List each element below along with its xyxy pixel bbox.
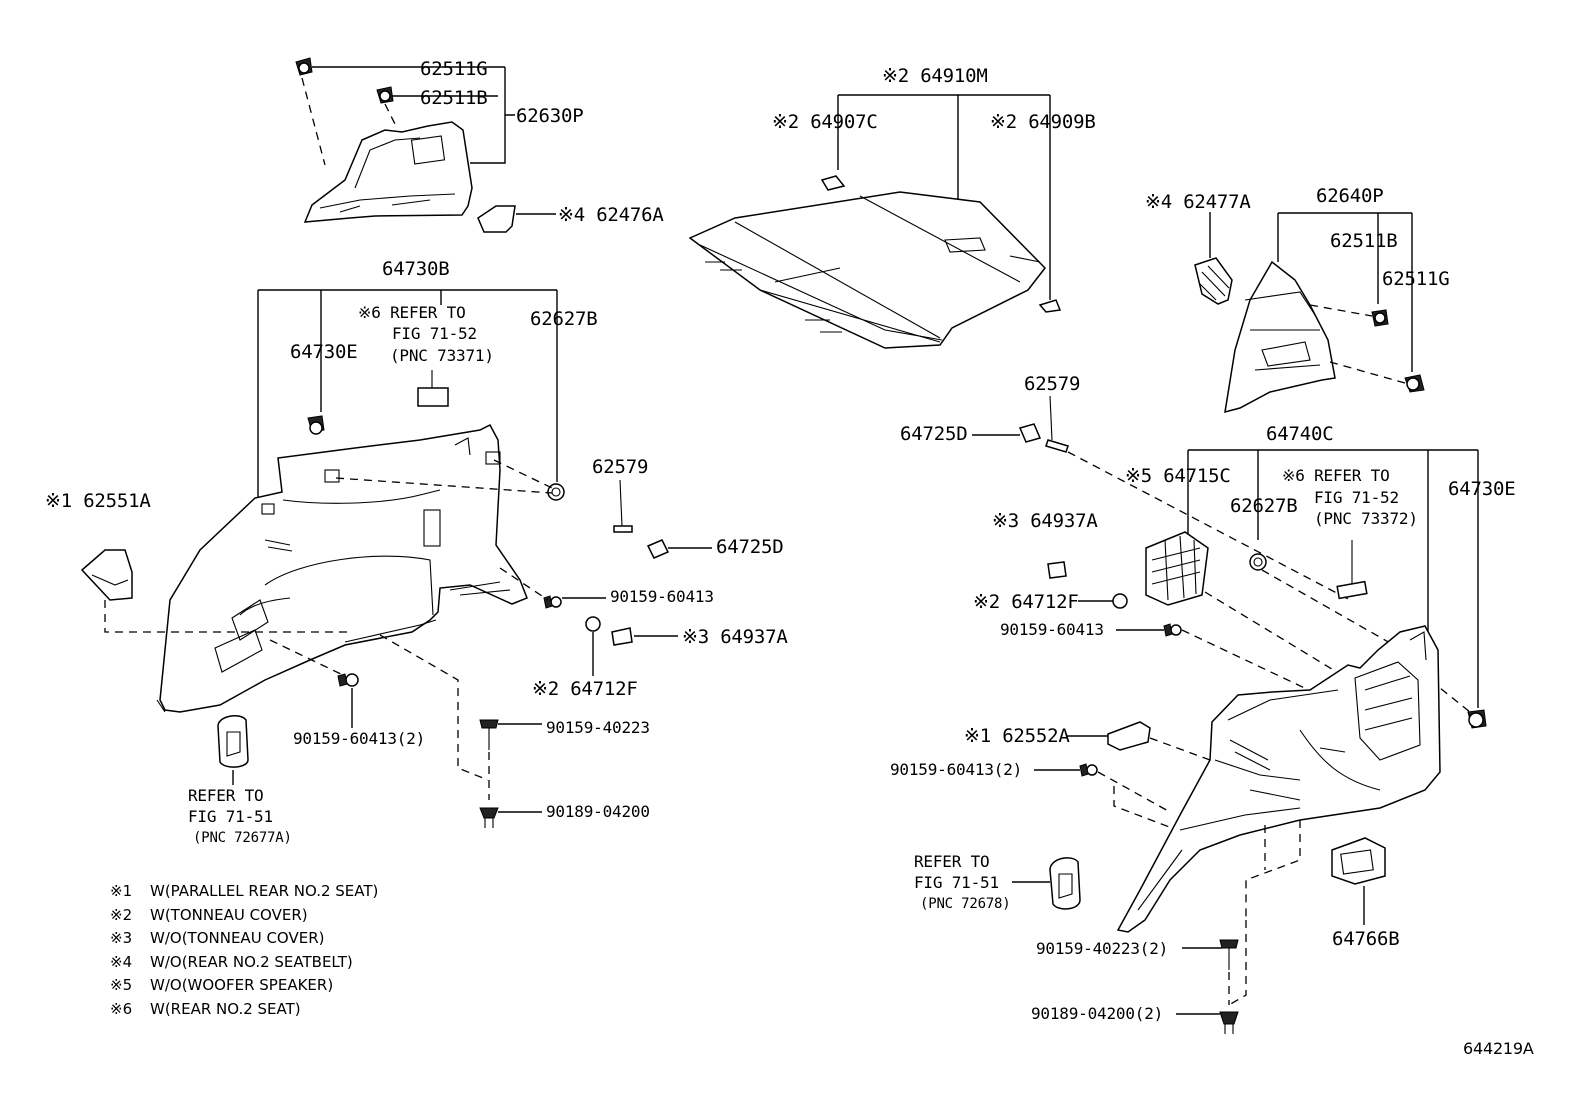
refer-72677A-handle-icon <box>217 714 249 768</box>
clip-64725D-right-icon <box>1018 423 1042 443</box>
label-64730E-left: 64730E <box>290 341 358 363</box>
label-refer-72678-line1: REFER TO <box>914 852 990 871</box>
refer-73372-bracket-icon <box>1336 540 1368 600</box>
label-64907C: ※2 64907C <box>772 111 878 133</box>
label-64725D-right: 64725D <box>900 423 968 445</box>
label-90189-04200-2-right: 90189-04200(2) <box>1031 1004 1164 1023</box>
label-62627B-left: 62627B <box>530 308 598 330</box>
label-90159-60413-2-left: 90159-60413(2) <box>293 729 426 748</box>
part-64910M-tonneau-cover <box>688 191 1046 349</box>
clip-90189-04200-2-right-icon <box>1219 1011 1239 1034</box>
label-refer-72678-line3: (PNC 72678) <box>920 896 1011 912</box>
label-refer-73372-line1: ※6 REFER TO <box>1282 466 1390 485</box>
label-refer-72677A-line2: FIG 71-51 <box>188 807 273 826</box>
label-64730B: 64730B <box>382 258 450 280</box>
part-62476A-cover <box>477 205 516 233</box>
label-64909B: ※2 64909B <box>990 111 1096 133</box>
part-62640P-pillar-trim <box>1224 260 1336 414</box>
label-refer-73371-line1: ※6 REFER TO <box>358 303 466 322</box>
label-62511B-right: 62511B <box>1330 230 1398 252</box>
label-62551A: ※1 62551A <box>45 490 151 512</box>
label-62579-left: 62579 <box>592 456 649 478</box>
label-64766B: 64766B <box>1332 928 1400 950</box>
clip-90189-04200-left-icon <box>479 807 499 828</box>
label-refer-72677A-line3: (PNC 72677A) <box>193 830 292 846</box>
label-64715C: ※5 64715C <box>1125 465 1231 487</box>
bolt-62579-right-icon <box>1045 395 1069 453</box>
label-64740C: 64740C <box>1266 423 1334 445</box>
screw-90159-40223-left-icon <box>479 719 499 750</box>
label-90189-04200-left: 90189-04200 <box>546 802 650 821</box>
label-62627B-right: 62627B <box>1230 495 1298 517</box>
label-64937A-right: ※3 64937A <box>992 510 1098 532</box>
part-62630P-pillar-trim <box>303 121 473 223</box>
label-64910M: ※2 64910M <box>882 65 988 87</box>
part-64766B-cover <box>1331 837 1386 885</box>
refer-73371-bracket-icon <box>417 370 449 407</box>
label-62511B-top: 62511B <box>420 87 488 109</box>
clip-62627B-left-icon <box>547 483 565 501</box>
label-refer-73372-line2: FIG 71-52 <box>1314 488 1399 507</box>
label-64712F-left: ※2 64712F <box>532 678 638 700</box>
clip-64909B-icon <box>1038 299 1062 313</box>
screw-90159-60413-right-icon <box>1163 623 1182 637</box>
clip-62627B-right-icon <box>1249 553 1267 571</box>
label-refer-72677A-line1: REFER TO <box>188 786 264 805</box>
clip-62511B-top-icon <box>376 86 394 104</box>
part-62552A-bracket <box>1107 721 1151 751</box>
label-64730E-right: 64730E <box>1448 478 1516 500</box>
label-62511G-top: 62511G <box>420 58 488 80</box>
screw-90159-60413-2-left-icon <box>337 673 359 687</box>
label-62630P: 62630P <box>516 105 584 127</box>
label-64937A-left: ※3 64937A <box>682 626 788 648</box>
label-refer-73372-line3: (PNC 73372) <box>1314 509 1418 528</box>
label-90159-40223-left: 90159-40223 <box>546 718 650 737</box>
label-62476A: ※4 62476A <box>558 204 664 226</box>
bolt-62579-left-icon <box>613 479 633 533</box>
clip-64907C-icon <box>820 175 846 191</box>
label-62511G-right: 62511G <box>1382 268 1450 290</box>
cap-64712F-left-icon <box>585 616 601 632</box>
clip-64730E-right-icon <box>1467 709 1487 729</box>
label-62640P: 62640P <box>1316 185 1384 207</box>
label-90159-60413-left: 90159-60413 <box>610 587 714 606</box>
label-64725D-left: 64725D <box>716 536 784 558</box>
screw-90159-60413-2-right-icon <box>1079 763 1098 777</box>
label-refer-72678-line2: FIG 71-51 <box>914 873 999 892</box>
clip-64725D-left-icon <box>646 539 670 559</box>
clip-62511B-right-icon <box>1371 309 1389 327</box>
cap-64712F-right-icon <box>1112 593 1128 609</box>
refer-72678-handle-icon <box>1049 857 1081 910</box>
label-62552A: ※1 62552A <box>964 725 1070 747</box>
label-refer-73371-line3: (PNC 73371) <box>390 346 494 365</box>
label-62477A: ※4 62477A <box>1145 191 1251 213</box>
clip-64937A-left-icon <box>611 627 633 646</box>
part-64740C-quarter-trim <box>1116 625 1441 933</box>
label-90159-60413-right: 90159-60413 <box>1000 620 1104 639</box>
screw-90159-40223-2-right-icon <box>1219 939 1239 970</box>
label-90159-40223-2-right: 90159-40223(2) <box>1036 939 1169 958</box>
label-64712F-right: ※2 64712F <box>973 591 1079 613</box>
part-62551A-bracket <box>80 549 133 601</box>
part-64730B-quarter-trim <box>156 424 528 713</box>
part-62477A-cover <box>1194 257 1233 305</box>
screw-90159-60413-left-icon <box>543 595 562 609</box>
label-62579-right: 62579 <box>1024 373 1081 395</box>
label-90159-60413-2-right: 90159-60413(2) <box>890 760 1023 779</box>
clip-64937A-right-icon <box>1047 561 1067 579</box>
clip-62511G-right-icon <box>1404 374 1425 393</box>
clip-62511G-top-icon <box>295 57 313 76</box>
diagram-id: 644219A <box>1463 1039 1534 1058</box>
part-64715C-speaker-cover <box>1145 531 1209 606</box>
clip-64730E-left-icon <box>307 415 325 435</box>
label-refer-73371-line2: FIG 71-52 <box>392 324 477 343</box>
